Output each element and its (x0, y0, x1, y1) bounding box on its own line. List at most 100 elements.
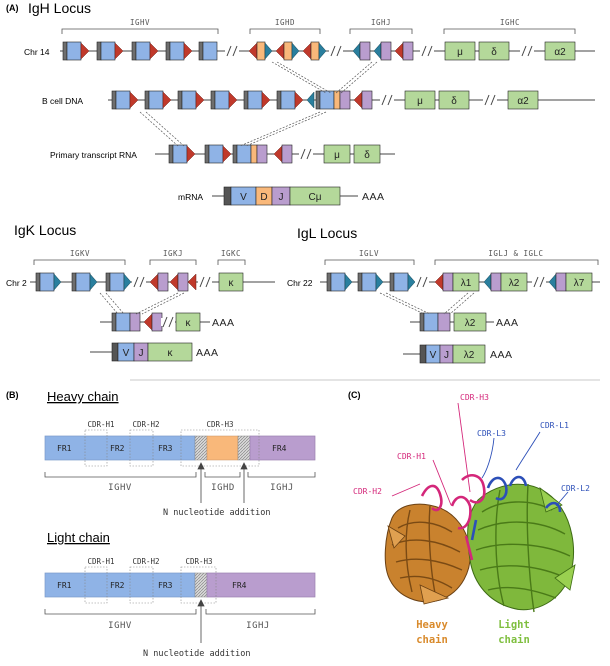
line-break-gap (520, 47, 534, 55)
rss-triangle (80, 42, 90, 60)
rss-triangle (248, 42, 258, 60)
light-chain-word-2: chain (498, 634, 530, 646)
igk-group-brackets (33, 259, 246, 265)
igl-chromosome: Chr 22 (287, 278, 313, 288)
rss-triangle (394, 42, 404, 60)
rss-triangle (114, 42, 124, 60)
gene-segment (507, 90, 539, 110)
line-break-gap (299, 150, 313, 158)
rss-triangle (264, 42, 273, 60)
gene-segment (236, 144, 252, 164)
gene-segment (75, 272, 91, 292)
gene-segment (129, 312, 141, 332)
rss-triangle (275, 42, 285, 60)
heavy-n-addition-arrows (197, 462, 248, 503)
gene-segment (250, 144, 258, 164)
igl-locus-title: IgL Locus (297, 225, 357, 241)
leader-segment (177, 90, 183, 110)
segment-label: λ1 (461, 278, 472, 289)
igl-group-brackets (324, 259, 599, 265)
igl-mrna-j: J (444, 350, 449, 361)
gene-segment (208, 144, 224, 164)
leader-segment (111, 312, 117, 332)
light-cdr-1: CDR-H1 (87, 557, 114, 566)
heavy-fr1: FR1 (57, 444, 72, 453)
igk-germline-row: κ (30, 272, 275, 292)
igkc-label: IGKC (221, 249, 241, 258)
rss-triangle (195, 91, 205, 109)
cdr-pointer-lines (391, 402, 569, 507)
leader-segment (243, 90, 249, 110)
light-n-addition-note: N nucleotide addition (143, 649, 250, 659)
mrna-v-label: V (240, 192, 247, 203)
leader-segment (276, 90, 282, 110)
line-break (199, 276, 205, 288)
gene-segment (177, 272, 189, 292)
rss-triangle (261, 91, 271, 109)
gene-segment (39, 272, 55, 292)
igk-mrna-kappa: κ (168, 348, 174, 359)
gene-segment (172, 144, 188, 164)
heavy-cdr-h1: CDR-H1 (87, 420, 114, 429)
leader-segment (210, 90, 216, 110)
iglv-label: IGLV (359, 249, 379, 258)
line-break (330, 45, 336, 57)
gene-segment (380, 41, 392, 61)
gene-segment (319, 90, 335, 110)
iglj-iglc-label: IGLJ & IGLC (488, 249, 543, 258)
light-fr3: FR3 (158, 581, 173, 590)
line-break-gap (532, 278, 546, 286)
light-gene-ighv: IGHV (108, 621, 132, 631)
mrna-cmu-label: Cμ (309, 192, 322, 203)
rss-triangle (273, 145, 283, 163)
gene-segment (148, 90, 164, 110)
cdr-l1-label: CDR-L1 (540, 421, 569, 430)
gene-segment (500, 272, 528, 292)
gene-segment (393, 272, 409, 292)
cdr-h3-label: CDR-H3 (460, 393, 489, 402)
leader-segment (357, 272, 363, 292)
igh-group-brackets (61, 28, 576, 34)
gene-segment (151, 312, 163, 332)
leader-segment (131, 41, 137, 61)
gene-segment (555, 272, 567, 292)
igl-mrna-polya: AAA (490, 349, 513, 361)
gene-segment (100, 41, 116, 61)
rss-triangle (222, 145, 232, 163)
light-n-addition-arrow (197, 599, 205, 643)
line-break-gap (329, 47, 343, 55)
panel-label-b: (B) (6, 390, 19, 400)
gene-segment (281, 144, 293, 164)
line-break (306, 148, 312, 160)
heavy-chain-title: Heavy chain (47, 389, 119, 404)
rss-triangle (548, 273, 557, 291)
gene-segment (218, 272, 244, 292)
line-break (133, 276, 139, 288)
gene-segment (247, 90, 263, 110)
heavy-cdr-h3: CDR-H3 (206, 420, 233, 429)
rss-triangle (183, 42, 193, 60)
rss-triangle (149, 273, 159, 291)
igk-mrna-polya: AAA (196, 347, 219, 359)
rss-triangle (123, 273, 132, 291)
igk-chromosome: Chr 2 (6, 278, 27, 288)
heavy-n-addition-note: N nucleotide addition (163, 508, 270, 518)
rss-triangle (407, 273, 416, 291)
igkv-label: IGKV (70, 249, 90, 258)
gene-segment (283, 41, 293, 61)
light-chain-bar (44, 572, 316, 598)
gene-segment (115, 90, 131, 110)
rss-triangle (89, 273, 98, 291)
mrna-label: mRNA (178, 192, 203, 202)
segment-label: λ7 (574, 278, 585, 289)
leader-segment (232, 144, 238, 164)
heavy-gene-ighj: IGHJ (270, 483, 294, 493)
heavy-fr3: FR3 (158, 444, 173, 453)
gene-segment (402, 41, 414, 61)
line-break-gap (483, 96, 497, 104)
rss-triangle (375, 273, 384, 291)
heavy-chain-word-2: chain (416, 634, 448, 646)
line-break (300, 148, 306, 160)
leader-segment (35, 272, 41, 292)
